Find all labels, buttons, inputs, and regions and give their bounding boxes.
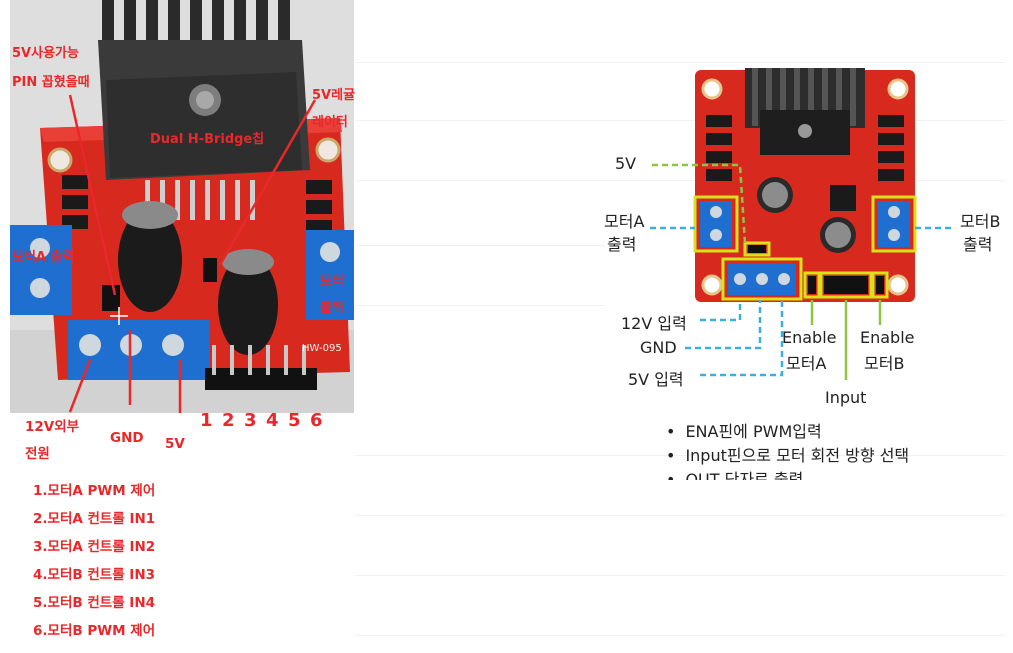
bullet-out-terminal: OUT 단자로 출력 bbox=[666, 466, 803, 480]
diag-label-enable-b-2: 모터B bbox=[864, 350, 904, 374]
diag-label-motor-a-2: 출력 bbox=[607, 231, 636, 255]
diag-label-motor-a-1: 모터A bbox=[604, 208, 644, 232]
bullet-input-direction: Input핀으로 모터 회전 방향 선택 bbox=[666, 442, 909, 466]
diag-label-5v: 5V bbox=[615, 154, 636, 173]
diag-label-enable-a-1: Enable bbox=[782, 328, 837, 347]
diag-label-enable-b-1: Enable bbox=[860, 328, 915, 347]
diag-label-gnd: GND bbox=[640, 338, 677, 357]
bullet-ena-pwm: ENA핀에 PWM입력 bbox=[666, 418, 822, 442]
diag-label-5v-input: 5V 입력 bbox=[628, 366, 684, 390]
diag-label-12v-input: 12V 입력 bbox=[621, 310, 687, 334]
diag-label-enable-a-2: 모터A bbox=[786, 350, 826, 374]
diag-label-motor-b-2: 출력 bbox=[963, 231, 992, 255]
diag-label-motor-b-1: 모터B bbox=[960, 208, 1000, 232]
diag-label-input: Input bbox=[825, 388, 866, 407]
